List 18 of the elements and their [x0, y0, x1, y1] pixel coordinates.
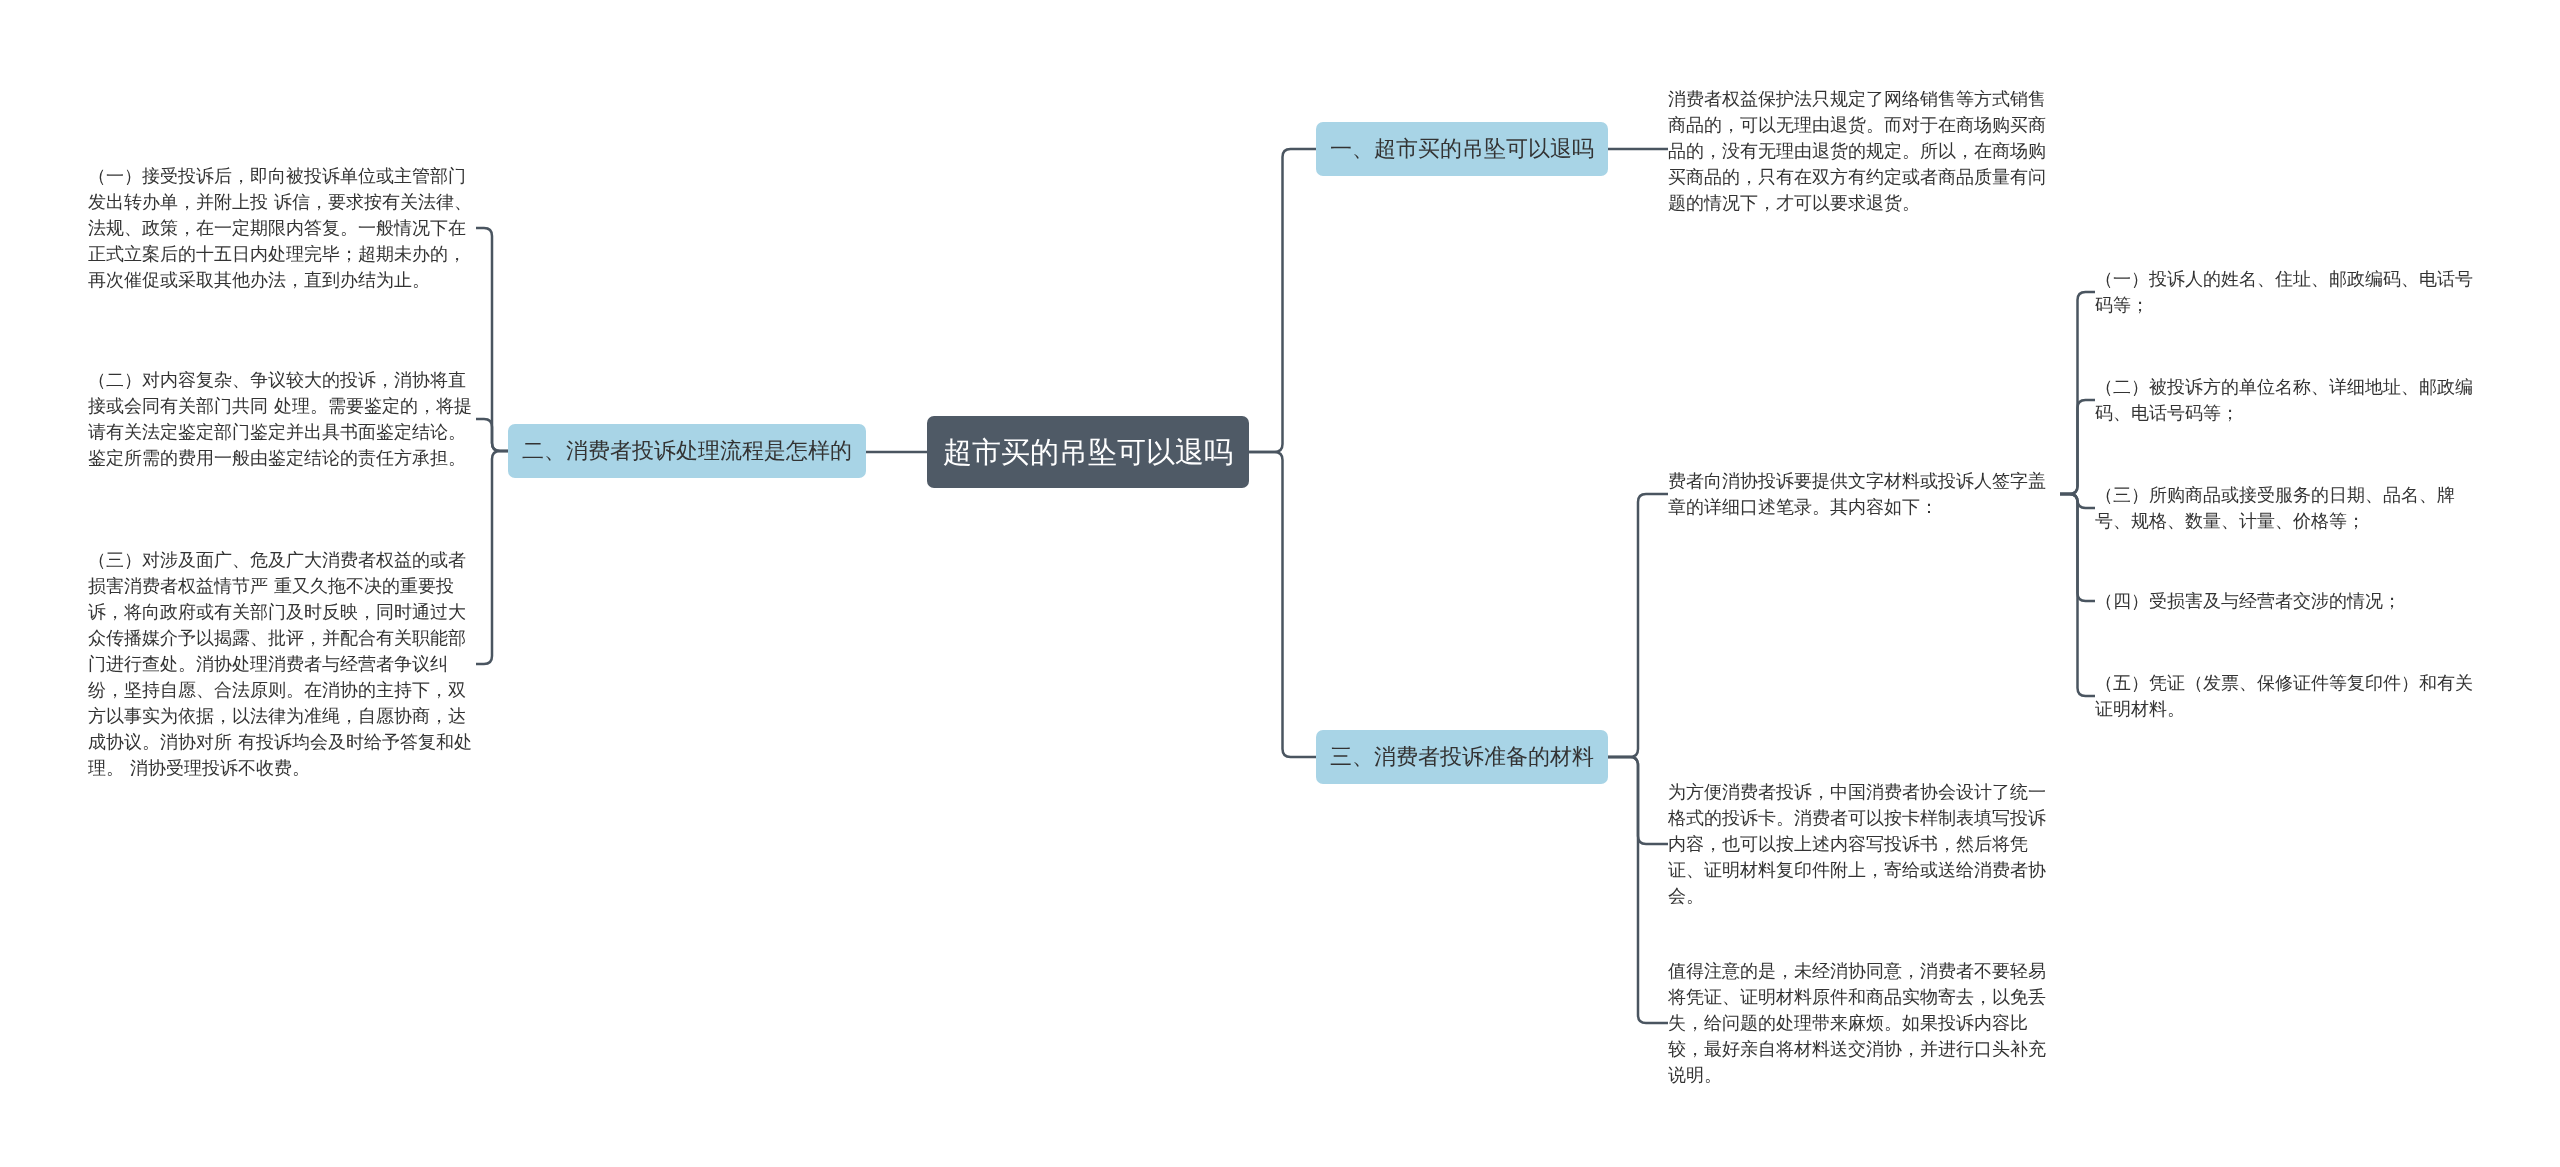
note-text: 值得注意的是，未经消协同意，消费者不要轻易将凭证、证明材料原件和商品实物寄去，以免丢失，给问题的处理带来麻烦。如果投诉内容比较，最好亲自将材料送交消协，并进行口头补充说明。 [1668, 958, 2060, 1088]
connector-line [866, 450, 927, 454]
note-text: 费者向消协投诉要提供文字材料或投诉人签字盖章的详细口述笔录。其内容如下： [1668, 468, 2060, 520]
note-text: （三）对涉及面广、危及广大消费者权益的或者损害消费者权益情节严 重又久拖不决的重要投诉，将向政府或有关部门及时反映，同时通过大众传播媒介予以揭露、批评，并配合有关职能部门进行查处。消协处理消费者与经营者争议纠纷，坚持自愿、合法原则。在消协的主持下，双方以事实为依据，以法律为准绳，自愿协商，达成协议。消协对所 有投诉均会及时给予答复和处理。 消协受理投诉不收费。 [88, 547, 476, 781]
topic-box: 一、超市买的吊坠可以退吗 [1316, 122, 1608, 176]
note-text: （二）对内容复杂、争议较大的投诉，消协将直接或会同有关部门共同 处理。需要鉴定的，将提请有关法定鉴定部门鉴定并出具书面鉴定结论。鉴定所需的费用一般由鉴定结论的责任方承担。 [88, 367, 476, 471]
connector-line [1608, 147, 1668, 151]
topic-box: 三、消费者投诉准备的材料 [1316, 730, 1608, 784]
note-text: （二）被投诉方的单位名称、详细地址、邮政编码、电话号码等； [2095, 374, 2485, 426]
note-text: 为方便消费者投诉，中国消费者协会设计了统一格式的投诉卡。消费者可以按卡样制表填写投诉内容，也可以按上述内容写投诉书，然后将凭证、证明材料复印件附上，寄给或送给消费者协会。 [1668, 779, 2060, 909]
note-text: （五）凭证（发票、保修证件等复印件）和有关证明材料。 [2095, 670, 2485, 722]
note-text: 消费者权益保护法只规定了网络销售等方式销售商品的，可以无理由退货。而对于在商场购买商品的，没有无理由退货的规定。所以，在商场购买商品的，只有在双方有约定或者商品质量有问题的情况下，才可以要求退货。 [1668, 86, 2060, 216]
topic-box: 二、消费者投诉处理流程是怎样的 [508, 424, 866, 478]
central-topic-box: 超市买的吊坠可以退吗 [927, 416, 1249, 488]
note-text: （三）所购商品或接受服务的日期、品名、牌号、规格、数量、计量、价格等； [2095, 482, 2485, 534]
note-text: （一）接受投诉后，即向被投诉单位或主管部门发出转办单，并附上投 诉信，要求按有关法律、法规、政策，在一定期限内答复。一般情况下在正式立案后的十五日内处理完毕；超期未办的，再次催促或采取其他办法，直到办结为止。 [88, 163, 476, 293]
note-text: （四）受损害及与经营者交涉的情况； [2095, 588, 2485, 614]
note-text: （一）投诉人的姓名、住址、邮政编码、电话号码等； [2095, 266, 2485, 318]
